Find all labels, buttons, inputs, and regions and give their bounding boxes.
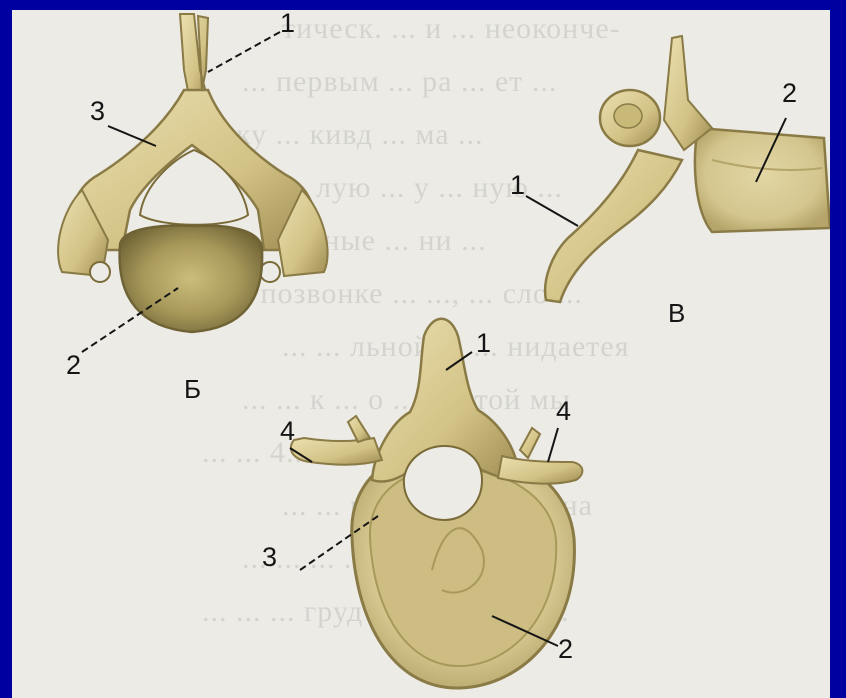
vertebra-bottom-transverse-left (291, 438, 382, 465)
label-bottom-2: 2 (558, 636, 573, 663)
label-b-1: 1 (280, 10, 295, 37)
view-letter-b: Б (184, 376, 201, 402)
label-bottom-4-right: 4 (556, 398, 571, 425)
vertebra-bottom-foramen (404, 446, 482, 520)
vertebra-v-spinous-process (545, 150, 682, 302)
label-bottom-4-left: 4 (280, 418, 295, 445)
vertebrae-illustration (12, 10, 830, 698)
label-v-1: 1 (510, 172, 525, 199)
figure-plate: тическ. ... и ... неоконче-... первым ..… (12, 10, 830, 698)
view-letter-v: В (668, 300, 685, 326)
label-bottom-3: 3 (262, 544, 277, 571)
vertebra-b-transverse-foramen-left (90, 262, 110, 282)
vertebra-bottom (290, 319, 582, 688)
label-v-2: 2 (782, 80, 797, 107)
vertebra-b (58, 14, 328, 352)
label-bottom-1: 1 (476, 330, 491, 357)
vertebra-v-body (695, 128, 830, 232)
label-b-2: 2 (66, 352, 81, 379)
vertebra-b-body (120, 226, 263, 332)
vertebra-v (526, 36, 830, 302)
vertebra-bottom-transverse-right (498, 456, 582, 484)
label-b-3: 3 (90, 98, 105, 125)
